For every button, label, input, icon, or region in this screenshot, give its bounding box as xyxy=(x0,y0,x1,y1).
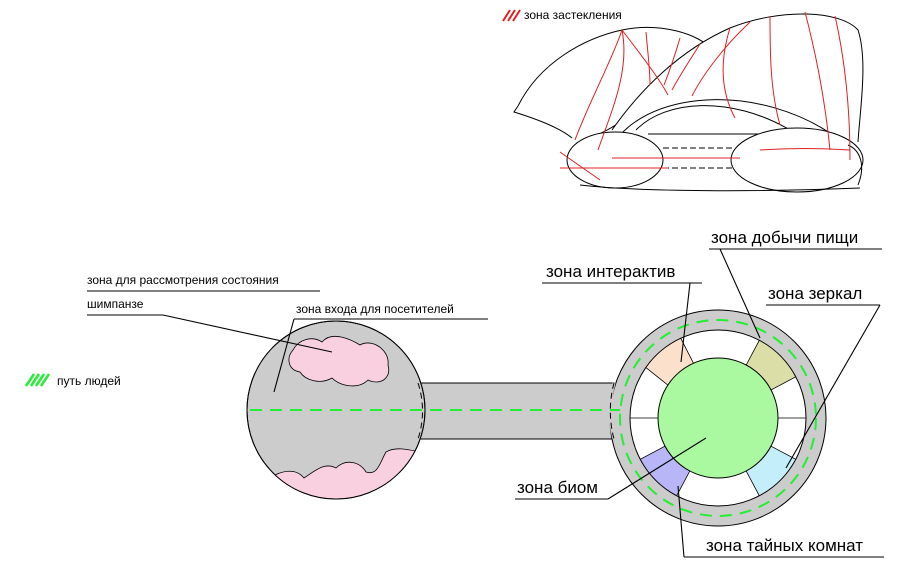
label-visitor-entry: зона входа для посетителей xyxy=(296,302,454,316)
labels: зона для рассмотрения состояния шимпанзе… xyxy=(87,228,884,558)
main-enclosure xyxy=(608,309,827,527)
green-hatch-icon xyxy=(24,373,51,387)
chimp-observation-hall xyxy=(246,320,426,500)
label-state-zone: зона для рассмотрения состояния xyxy=(87,273,279,287)
label-biome: зона биом xyxy=(517,478,598,497)
legend-people-path: путь людей xyxy=(24,373,121,388)
label-state-zone-2: шимпанзе xyxy=(87,297,144,311)
legend-glazing-label: зона застекления xyxy=(524,8,622,22)
legend-glazing: зона застекления xyxy=(502,8,622,22)
legend-path-label: путь людей xyxy=(57,374,121,388)
biome-zone xyxy=(657,357,779,479)
label-mirrors: зона зеркал xyxy=(768,284,862,303)
label-secret-rooms: зона тайных комнат xyxy=(706,536,863,555)
viewing-zone-top xyxy=(288,335,390,387)
label-food: зона добычи пищи xyxy=(711,228,858,247)
glazing-lines xyxy=(559,11,851,181)
red-hatch-icon xyxy=(502,9,521,22)
building-3d-view xyxy=(513,11,864,193)
label-interactive: зона интерактив xyxy=(546,262,675,281)
people-path-ring xyxy=(619,319,817,517)
